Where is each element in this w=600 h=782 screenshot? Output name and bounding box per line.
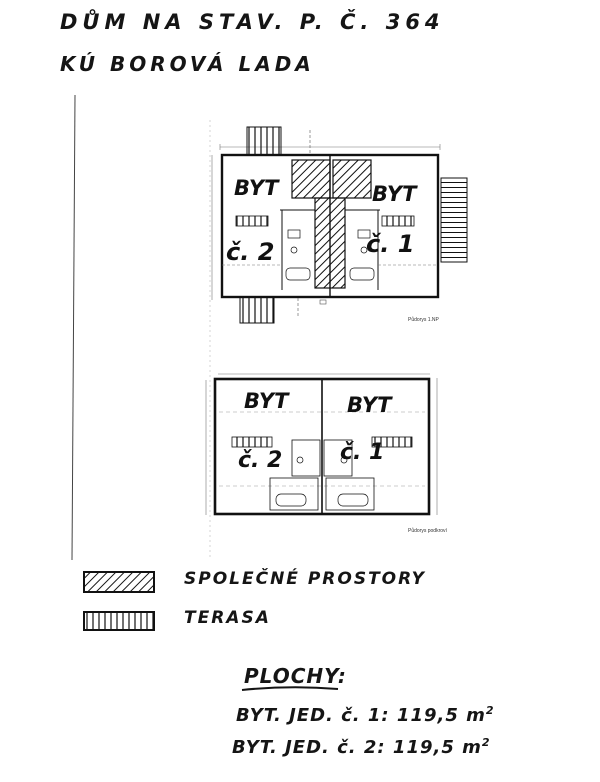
upper-plan-caption: Půdorys 1.NP — [408, 317, 439, 323]
legend-swatch-terrace — [83, 611, 155, 631]
legend-label-common: SPOLEČNÉ PROSTORY — [184, 569, 426, 589]
area-row-2-value: 119,5 m — [392, 737, 482, 758]
lower-unit-right-number: č. 1 — [340, 440, 385, 465]
areas-title: PLOCHY: — [244, 664, 347, 688]
area-row-1-label: BYT. JED. č. 1: — [236, 705, 390, 726]
upper-unit-right-number: č. 1 — [366, 230, 415, 258]
document-subtitle: KÚ BOROVÁ LADA — [60, 52, 315, 76]
area-row-1: BYT. JED. č. 1: 119,5 m2 — [236, 704, 495, 726]
areas-title-underline — [241, 686, 339, 691]
upper-unit-left-label: BYT — [234, 176, 279, 200]
area-row-2-label: BYT. JED. č. 2: — [232, 737, 386, 758]
legend-label-terrace: TERASA — [184, 608, 271, 628]
margin-line — [71, 94, 76, 561]
area-row-1-value: 119,5 m — [396, 705, 486, 726]
lower-unit-left-label: BYT — [244, 389, 289, 413]
document-title: DŮM NA STAV. P. Č. 364 — [60, 10, 445, 34]
upper-floor-plan — [211, 126, 468, 324]
area-row-2: BYT. JED. č. 2: 119,5 m2 — [232, 736, 491, 758]
upper-unit-left-number: č. 2 — [226, 238, 275, 266]
lower-unit-left-number: č. 2 — [238, 448, 283, 473]
attic-floor-plan — [205, 373, 438, 516]
area-row-1-sup: 2 — [485, 704, 495, 717]
area-row-2-sup: 2 — [481, 736, 491, 749]
legend-swatch-common — [83, 571, 155, 593]
upper-unit-right-label: BYT — [372, 182, 417, 206]
lower-unit-right-label: BYT — [347, 393, 392, 417]
lower-plan-caption: Půdorys podkroví — [408, 528, 447, 534]
